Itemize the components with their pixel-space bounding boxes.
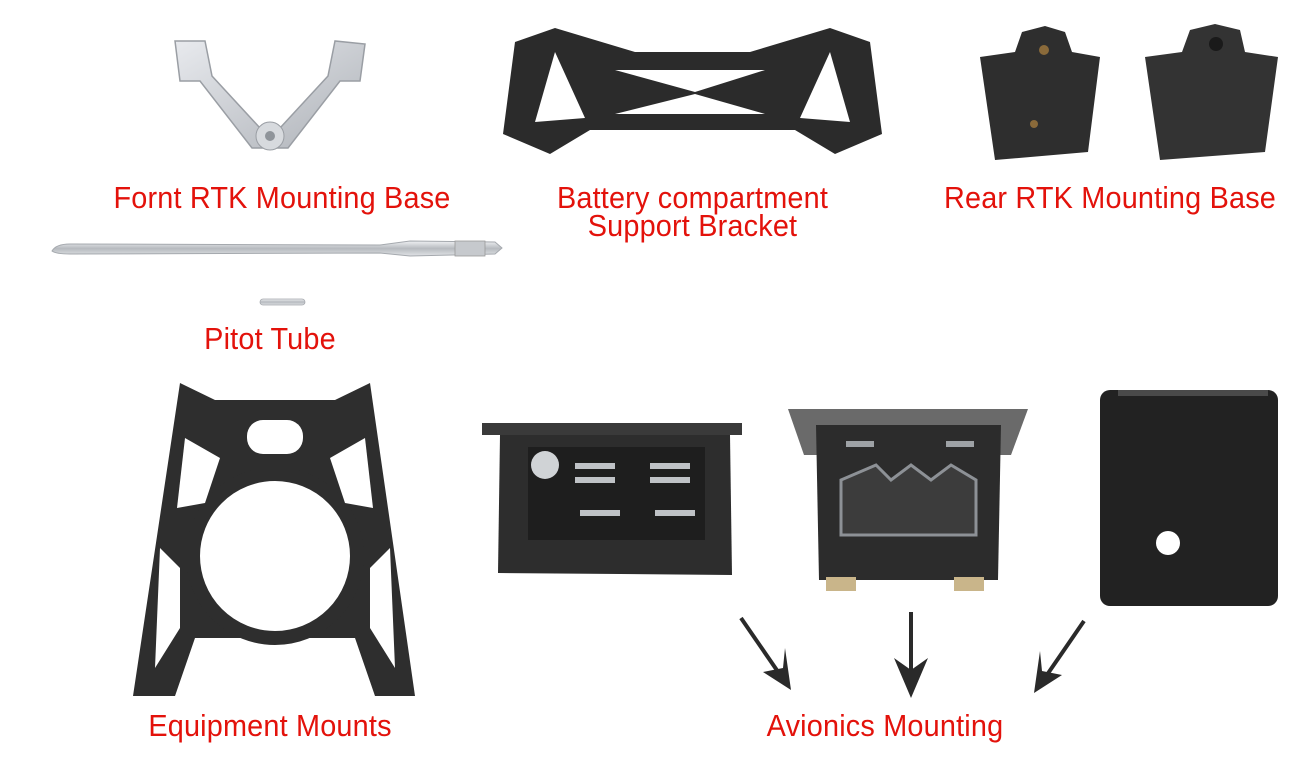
pitot-tube-label: Pitot Tube xyxy=(204,321,336,356)
avionics-mounting-label: Avionics Mounting xyxy=(766,708,1004,743)
arrow-down-icon xyxy=(890,608,932,700)
battery-label-line2: Support Bracket xyxy=(587,208,798,243)
equipment-mounts-image xyxy=(125,378,425,703)
front-rtk-label: Fornt RTK Mounting Base xyxy=(113,180,451,215)
equipment-mounts-label: Equipment Mounts xyxy=(148,708,392,743)
avionics-plate-image xyxy=(1098,388,1280,608)
avionics-box-lattice-image xyxy=(786,405,1031,595)
front-rtk-mounting-base-image xyxy=(160,36,380,161)
arrow-right-icon xyxy=(1025,615,1090,695)
rear-rtk-label: Rear RTK Mounting Base xyxy=(943,180,1277,215)
battery-label-line1: Battery compartment xyxy=(556,180,829,215)
pitot-tube-image xyxy=(50,236,505,311)
arrow-left-icon xyxy=(735,612,800,692)
battery-support-bracket-image xyxy=(495,22,890,162)
rear-rtk-mounting-base-image xyxy=(960,22,1285,162)
avionics-box-open-image xyxy=(480,415,745,580)
